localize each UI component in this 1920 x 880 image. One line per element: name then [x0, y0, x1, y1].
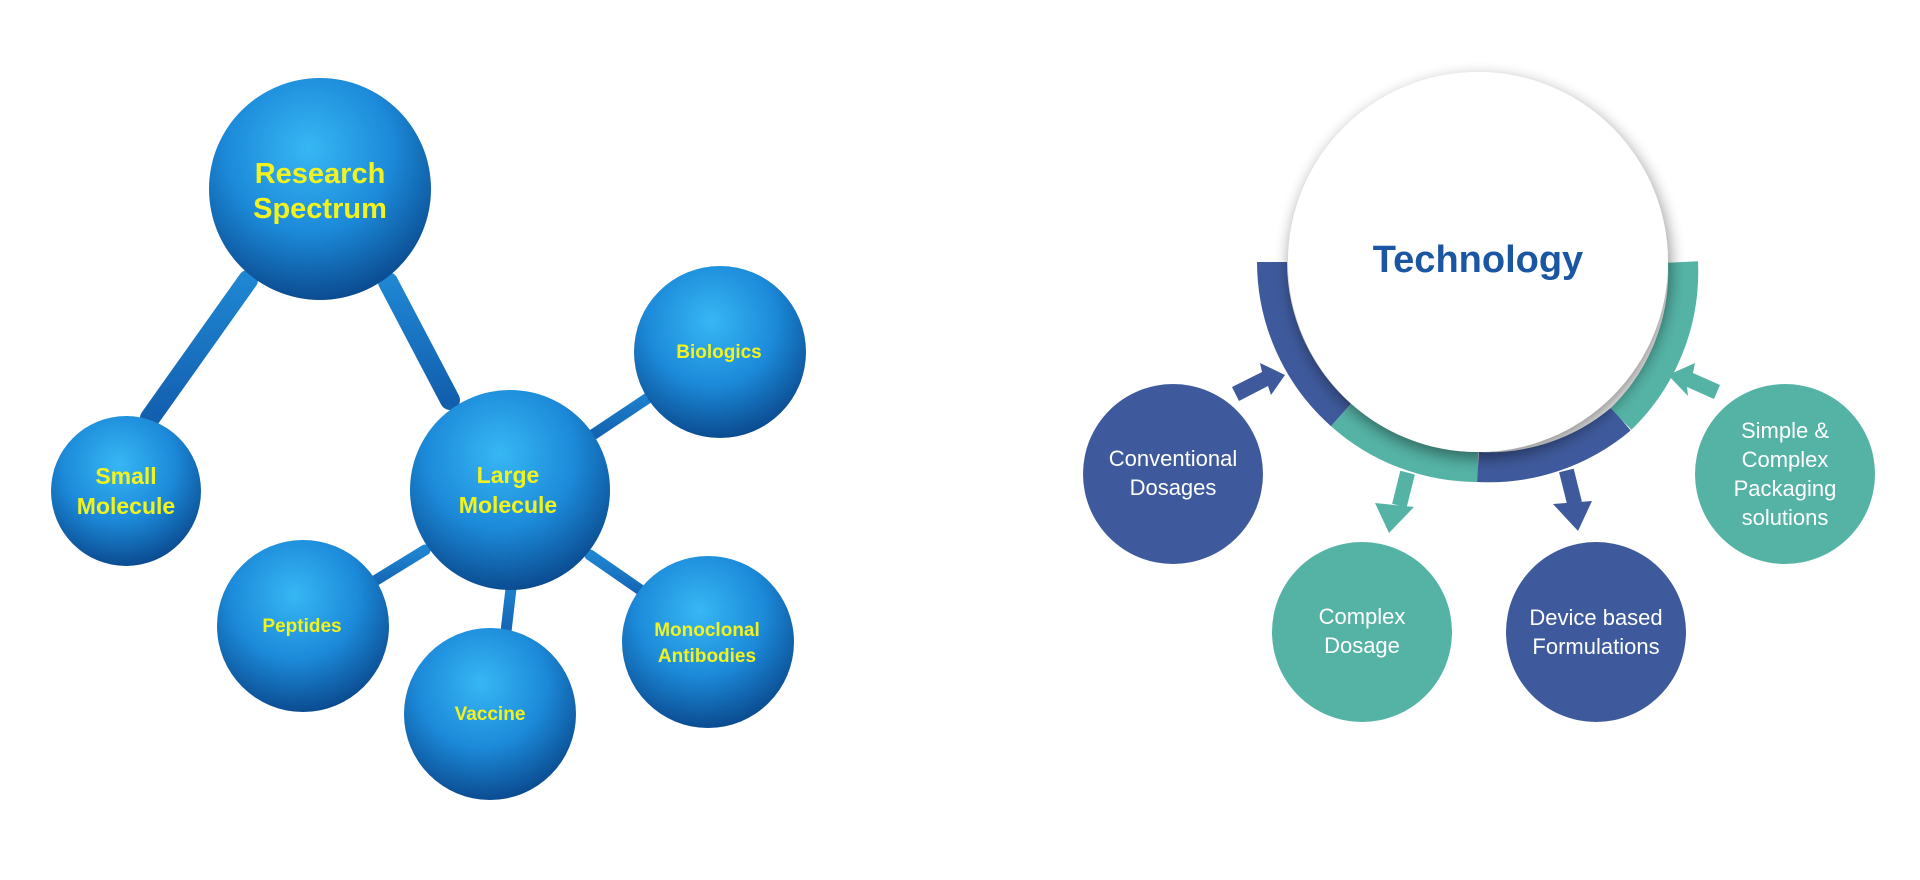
node-device-based: [1506, 542, 1686, 722]
sphere-large-molecule: [410, 390, 610, 590]
arrow-device-based: [1553, 468, 1592, 531]
link-research-large: [378, 272, 460, 410]
node-complex-dosage: [1272, 542, 1452, 722]
node-packaging: [1695, 384, 1875, 564]
arrow-conventional: [1232, 363, 1285, 401]
sphere-vaccine: [404, 628, 576, 800]
node-conventional: [1083, 384, 1263, 564]
sphere-small-molecule: [51, 416, 201, 566]
technology-arrows: [1232, 363, 1720, 533]
label-vaccine: Vaccine: [455, 704, 526, 725]
arrow-complex-dosage: [1375, 470, 1415, 533]
sphere-biologics: [634, 266, 806, 438]
arrow-packaging: [1668, 363, 1720, 399]
label-peptides: Peptides: [262, 616, 341, 637]
sphere-research-spectrum: [209, 78, 431, 300]
arc-segment-teal-right: [1610, 261, 1699, 430]
arc-segment-teal-left: [1331, 403, 1479, 483]
technology-hub-circle: [1288, 72, 1668, 452]
arc-segment-indigo-left: [1257, 261, 1352, 427]
arc-segment-indigo-right: [1477, 407, 1631, 483]
label-biologics: Biologics: [676, 342, 762, 363]
technology-title: Technology: [1373, 239, 1583, 281]
link-research-small: [140, 270, 258, 428]
link-large-biologics: [579, 384, 666, 446]
molecule-links: [140, 270, 666, 646]
sphere-monoclonal: [622, 556, 794, 728]
sphere-peptides: [217, 540, 389, 712]
technology-arc: [1257, 261, 1699, 483]
